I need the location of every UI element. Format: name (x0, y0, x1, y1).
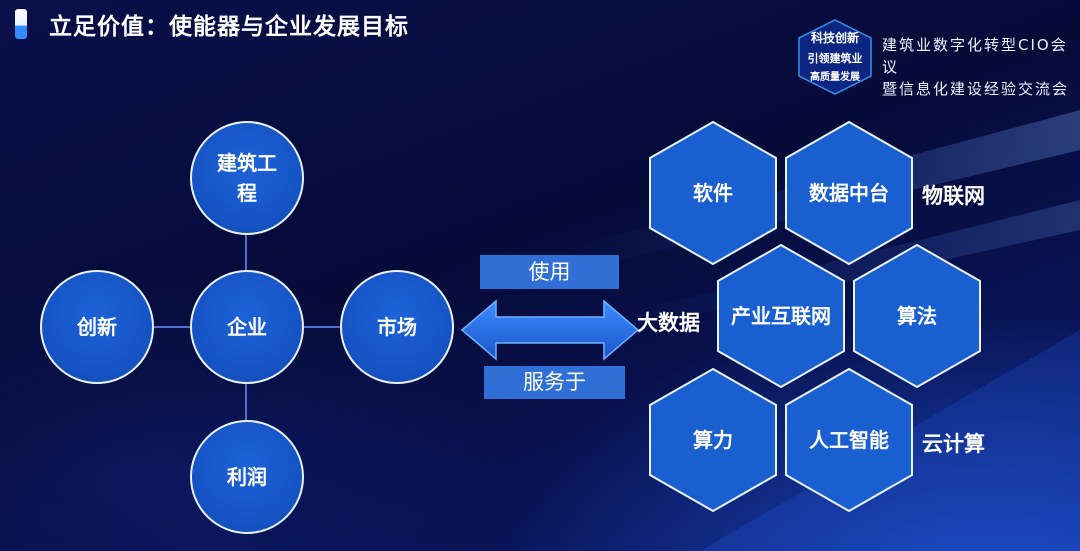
label-iot: 物联网 (922, 184, 985, 208)
logo-line-1: 科技创新 (811, 30, 859, 45)
conference-line-1: 建筑业数字化转型CIO会议 (882, 36, 1068, 76)
label-cloud: 云计算 (922, 432, 985, 456)
hex-data-middle-label: 数据中台 (809, 180, 889, 205)
circle-center: 企业 (190, 270, 304, 384)
hex-industrial-internet-label: 产业互联网 (731, 303, 831, 328)
circle-center-label: 企业 (227, 315, 267, 339)
circle-top: 建筑工程 (190, 121, 304, 235)
conference-line-2: 暨信息化建设经验交流会 (882, 80, 1070, 98)
circle-right-label: 市场 (377, 315, 417, 339)
arrow-top-label: 使用 (480, 255, 619, 289)
hex-software-label: 软件 (693, 180, 733, 205)
hex-industrial-internet: 产业互联网 (716, 243, 846, 389)
circle-top-label: 建筑工程 (217, 151, 277, 205)
conference-logo: 科技创新 引领建筑业 高质量发展 (798, 19, 872, 95)
hex-ai-label: 人工智能 (809, 427, 889, 452)
circle-right: 市场 (340, 270, 454, 384)
label-big-data: 大数据 (637, 311, 700, 335)
hex-compute-label: 算力 (693, 427, 733, 452)
page-title: 立足价值：使能器与企业发展目标 (49, 14, 409, 40)
circle-left: 创新 (40, 270, 154, 384)
circle-bottom-label: 利润 (227, 465, 267, 489)
arrow-bottom-label: 服务于 (484, 366, 625, 399)
hex-compute: 算力 (648, 367, 778, 513)
circle-left-label: 创新 (77, 315, 117, 339)
hex-algorithm-label: 算法 (897, 303, 937, 328)
title-marker-icon (15, 9, 27, 39)
hex-software: 软件 (648, 120, 778, 266)
logo-line-2: 引领建筑业 (808, 51, 863, 65)
hex-data-middle: 数据中台 (784, 120, 914, 266)
conference-name: 建筑业数字化转型CIO会议 暨信息化建设经验交流会 (882, 34, 1080, 100)
title-bar: 立足价值：使能器与企业发展目标 (15, 7, 409, 41)
double-arrow-icon (460, 299, 640, 361)
circle-bottom: 利润 (190, 420, 304, 534)
hex-ai: 人工智能 (784, 367, 914, 513)
logo-line-3: 高质量发展 (810, 70, 860, 83)
hex-algorithm: 算法 (852, 243, 982, 389)
